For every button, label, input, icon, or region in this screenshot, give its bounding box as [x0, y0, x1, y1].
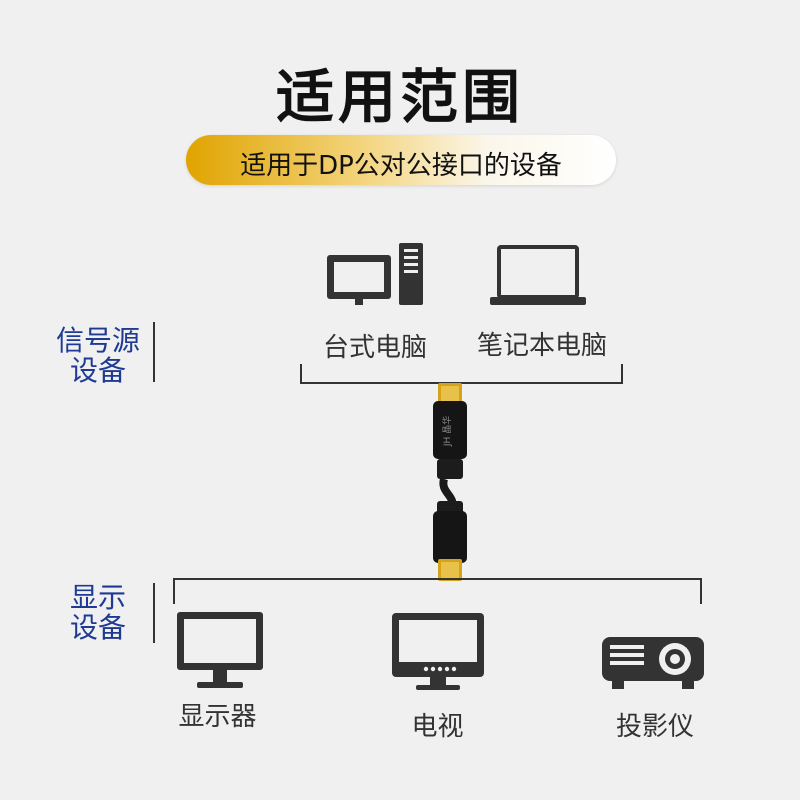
- source-label-line2: 设备: [69, 354, 126, 387]
- source-bracket-line: [300, 382, 623, 384]
- source-label-divider: [153, 322, 155, 382]
- display-bracket-line: [173, 578, 702, 580]
- tv-label: 电视: [411, 712, 464, 742]
- source-group-label: 信号源 设备: [48, 326, 148, 386]
- source-label-line1: 信号源: [55, 324, 140, 357]
- tv-icon: [392, 613, 484, 690]
- laptop-icon: [490, 245, 586, 305]
- display-group-label: 显示 设备: [48, 583, 148, 643]
- monitor-icon: [177, 612, 263, 688]
- desktop-computer-icon: [327, 243, 423, 305]
- desktop-label: 台式电脑: [322, 333, 427, 363]
- projector-label: 投影仪: [615, 712, 694, 742]
- monitor-label: 显示器: [178, 702, 257, 732]
- cable-brand-text: JH 晶华: [441, 416, 453, 447]
- laptop-label: 笔记本电脑: [476, 331, 607, 361]
- projector-icon: [602, 637, 704, 689]
- page-title: 适用范围: [275, 63, 524, 131]
- subtitle-banner: 适用于DP公对公接口的设备: [186, 135, 616, 185]
- dp-cable-image: JH 晶华: [433, 383, 467, 581]
- source-bracket-left: [300, 364, 302, 384]
- subtitle-text: 适用于DP公对公接口的设备: [240, 151, 562, 181]
- display-label-line2: 设备: [69, 611, 126, 644]
- display-bracket-right: [700, 578, 702, 604]
- source-bracket-right: [621, 364, 623, 384]
- display-label-divider: [153, 583, 155, 643]
- display-label-line1: 显示: [69, 581, 126, 614]
- display-bracket-left: [173, 578, 175, 604]
